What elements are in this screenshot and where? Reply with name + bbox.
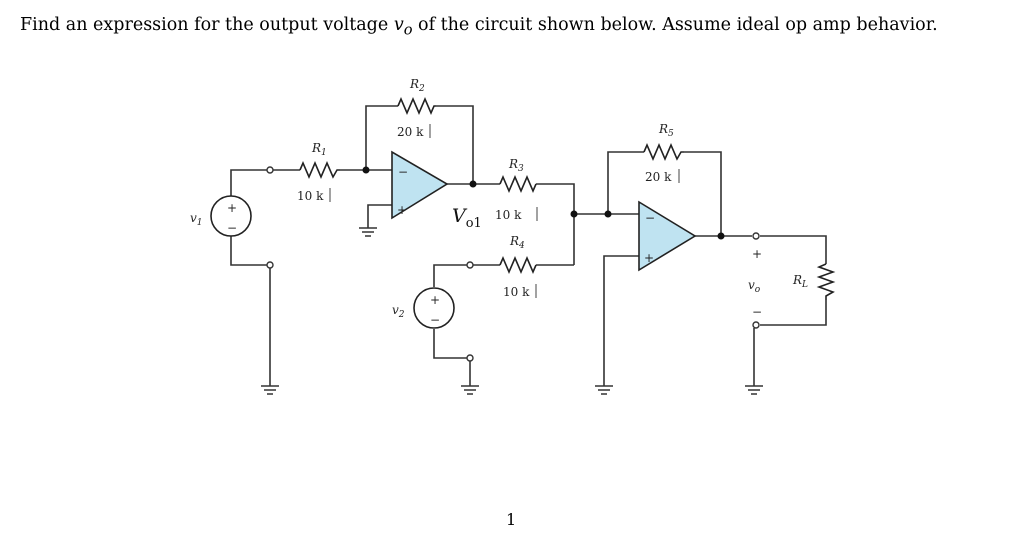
- wire-v2-bottom: [433, 329, 468, 359]
- resistors: [299, 96, 836, 300]
- source-v2: [413, 287, 455, 329]
- r5-name: R5: [658, 122, 674, 139]
- r1-value: 10 k: [297, 189, 324, 203]
- output-plus: +: [752, 247, 762, 261]
- r3-value: 10 k: [495, 208, 522, 222]
- rl-name: RL: [792, 273, 808, 290]
- wire-r5-left: [607, 151, 644, 214]
- r3-name: R3: [508, 157, 524, 174]
- source-v2-label: v2: [392, 303, 405, 320]
- page-number: 1: [506, 510, 517, 529]
- ground-op1: [359, 227, 377, 237]
- grounds: [261, 227, 763, 395]
- resistor-r2: [397, 96, 436, 116]
- op-amp-2: [638, 200, 697, 272]
- question-prefix: Find an expression for the output voltag…: [20, 15, 394, 35]
- vo1-label: Vo1: [452, 205, 482, 231]
- question-var-sub: o: [403, 21, 413, 39]
- resistor-r5: [643, 142, 684, 162]
- r2-name: R2: [409, 77, 425, 94]
- junction-op2-out: [717, 232, 725, 240]
- terminal-v1-top: [266, 166, 274, 174]
- wire-r5-right: [684, 151, 722, 236]
- wire-v1-top: [230, 169, 268, 196]
- r1-name: R1: [311, 141, 327, 158]
- junction-dots: [362, 166, 725, 240]
- resistor-r1: [299, 160, 340, 180]
- r5-value: 20 k: [645, 170, 672, 184]
- terminal-v1-bottom: [266, 261, 274, 269]
- r4-value: 10 k: [503, 285, 530, 299]
- source-v1: [210, 195, 252, 237]
- resistor-rl: [816, 263, 836, 300]
- source-v1-minus: −: [227, 221, 237, 235]
- op-amp-1: [391, 150, 449, 220]
- question-suffix: of the circuit shown below. Assume ideal…: [412, 15, 938, 35]
- wire-r2-left: [365, 105, 398, 170]
- terminal-v2-bottom: [466, 354, 474, 362]
- wire-op2-plus: [603, 255, 639, 386]
- wire-r3-right: [536, 183, 575, 265]
- op2-minus-terminal: −: [645, 211, 655, 225]
- wire-v1-bottom: [230, 236, 268, 266]
- ground-v1: [261, 385, 279, 395]
- op1-plus-terminal: +: [397, 203, 407, 217]
- r2-value: 20 k: [397, 125, 424, 139]
- ground-output: [745, 385, 763, 395]
- source-v1-plus: +: [227, 201, 237, 215]
- ground-v2: [461, 385, 479, 395]
- junction-r3-r4: [570, 210, 578, 218]
- open-terminals: [266, 166, 760, 362]
- wire-r2-right: [436, 105, 474, 184]
- wire-v2-top: [433, 264, 468, 287]
- junction-r1-r2: [362, 166, 370, 174]
- wire-op1-plus: [367, 204, 392, 228]
- source-v2-plus: +: [430, 293, 440, 307]
- op2-plus-terminal: +: [644, 251, 654, 265]
- output-minus: −: [752, 305, 762, 319]
- source-v2-minus: −: [430, 313, 440, 327]
- source-v1-label: v1: [190, 211, 203, 228]
- question-var: v: [393, 15, 404, 35]
- terminal-v2-top: [466, 261, 474, 269]
- resistor-r4: [499, 255, 537, 275]
- terminal-out-bottom: [752, 321, 760, 329]
- junction-op2-minus: [604, 210, 612, 218]
- r4-name: R4: [509, 234, 525, 251]
- wire-rl-top: [760, 235, 827, 264]
- output-label: vo: [748, 278, 761, 295]
- junction-op1-out: [469, 180, 477, 188]
- ground-op2: [595, 385, 613, 395]
- question-text: Find an expression for the output voltag…: [20, 15, 938, 39]
- terminal-out-top: [752, 232, 760, 240]
- resistor-r3: [499, 174, 537, 194]
- wire-rl-bottom: [760, 300, 827, 326]
- op1-minus-terminal: −: [398, 165, 408, 179]
